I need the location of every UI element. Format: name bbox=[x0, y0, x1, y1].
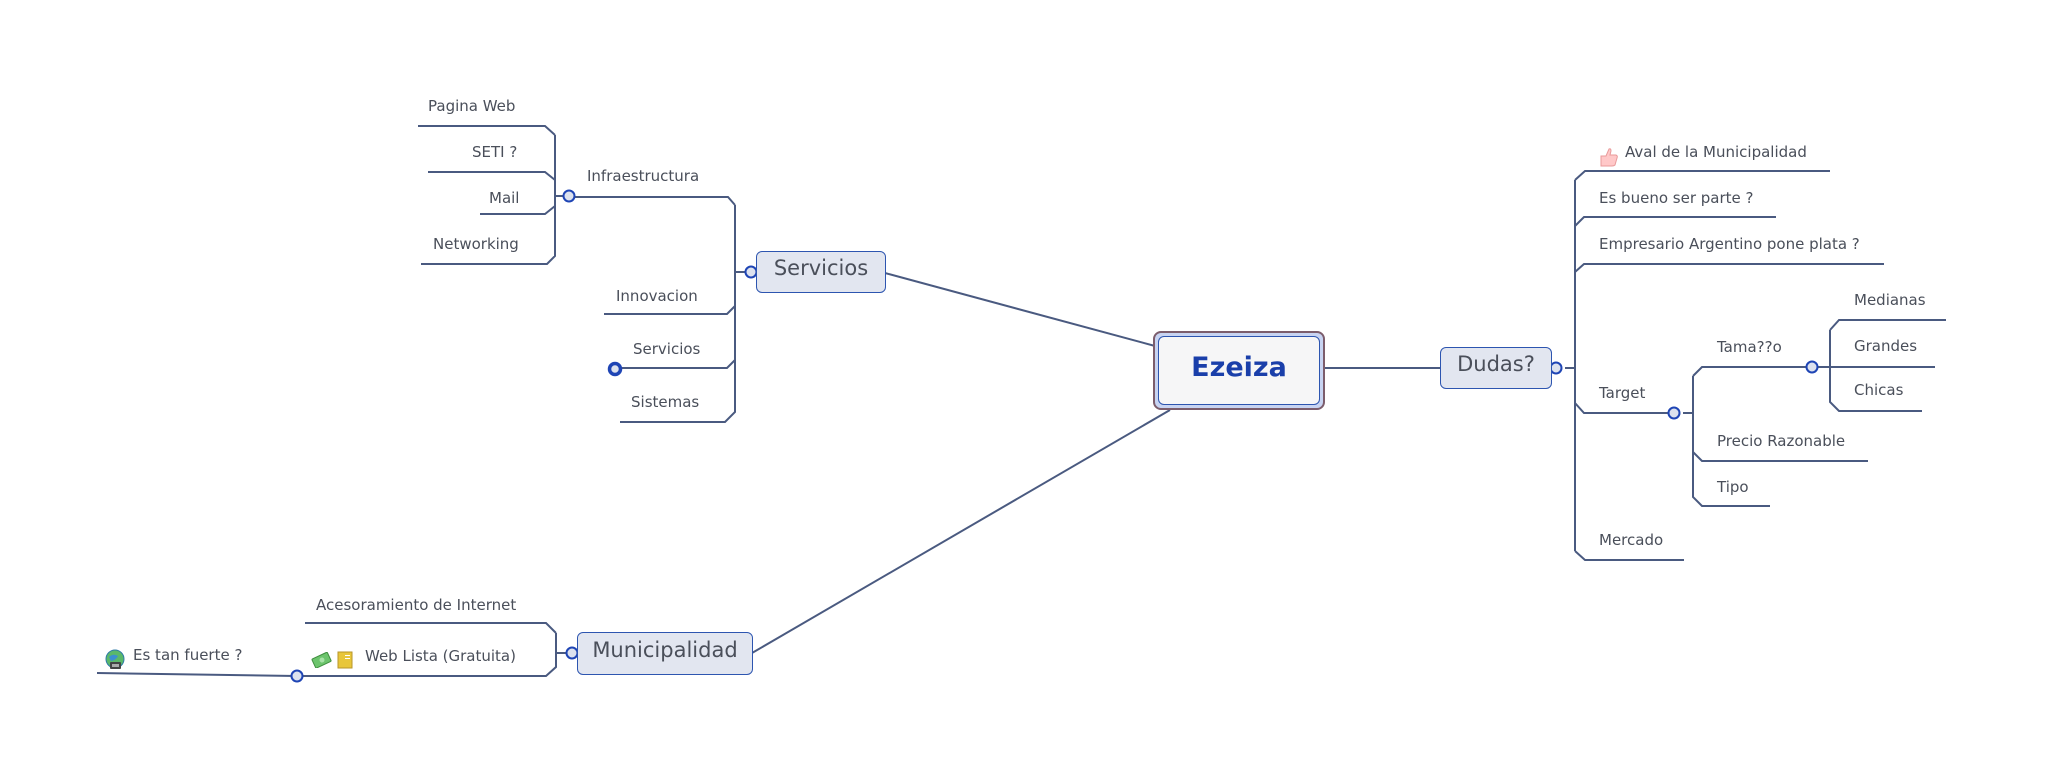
tamano-branch bbox=[1818, 319, 1946, 412]
note-icon bbox=[337, 651, 353, 669]
subtopic-grandes[interactable]: Grandes bbox=[1854, 337, 1918, 355]
subtopic-servicios[interactable]: Servicios bbox=[633, 340, 701, 358]
dudas-branch-trunk bbox=[1565, 170, 1884, 561]
subtopic-precio-razonable[interactable]: Precio Razonable bbox=[1717, 432, 1846, 450]
infraestructura-branch bbox=[418, 125, 568, 265]
subtopic-empresario[interactable]: Empresario Argentino pone plata ? bbox=[1599, 235, 1860, 253]
collapse-marker-tamano[interactable] bbox=[1805, 360, 1819, 374]
topic-servicios-label: Servicios bbox=[773, 256, 869, 280]
subtopic-medianas[interactable]: Medianas bbox=[1854, 291, 1926, 309]
collapse-marker-dudas[interactable] bbox=[1549, 361, 1563, 375]
subtopic-mail[interactable]: Mail bbox=[489, 189, 520, 207]
collapse-marker-infraestructura[interactable] bbox=[562, 189, 576, 203]
collapse-marker-servicios-sub[interactable] bbox=[607, 361, 623, 377]
subtopic-tamano[interactable]: Tama??o bbox=[1717, 338, 1782, 356]
collapse-marker-target[interactable] bbox=[1667, 406, 1681, 420]
topic-dudas[interactable]: Dudas? bbox=[1440, 347, 1552, 389]
topic-municipalidad-label: Municipalidad bbox=[592, 638, 738, 662]
connector-servicios bbox=[884, 272, 1156, 347]
subtopic-target[interactable]: Target bbox=[1599, 384, 1646, 402]
subtopic-innovacion[interactable]: Innovacion bbox=[616, 287, 698, 305]
thumbs-up-icon bbox=[1598, 146, 1620, 168]
topic-municipalidad[interactable]: Municipalidad bbox=[577, 632, 753, 675]
subtopic-networking[interactable]: Networking bbox=[433, 235, 519, 253]
collapse-marker-servicios[interactable] bbox=[744, 265, 758, 279]
subtopic-chicas[interactable]: Chicas bbox=[1854, 381, 1904, 399]
globe-lock-icon bbox=[104, 649, 126, 671]
web-lista-sub-connector bbox=[96, 672, 297, 677]
subtopic-aval[interactable]: Aval de la Municipalidad bbox=[1625, 143, 1807, 161]
subtopic-tipo[interactable]: Tipo bbox=[1717, 478, 1749, 496]
collapse-marker-web-lista[interactable] bbox=[290, 669, 304, 683]
target-branch bbox=[1683, 366, 1868, 507]
topic-servicios[interactable]: Servicios bbox=[756, 251, 886, 293]
subtopic-es-tan-fuerte[interactable]: Es tan fuerte ? bbox=[133, 646, 243, 664]
subtopic-infraestructura[interactable]: Infraestructura bbox=[587, 167, 700, 185]
subtopic-sistemas[interactable]: Sistemas bbox=[631, 393, 700, 411]
central-topic[interactable]: Ezeiza bbox=[1153, 331, 1325, 410]
collapse-marker-municipalidad[interactable] bbox=[565, 646, 579, 660]
subtopic-acesoramiento[interactable]: Acesoramiento de Internet bbox=[316, 596, 517, 614]
subtopic-seti[interactable]: SETI ? bbox=[472, 143, 518, 161]
subtopic-es-bueno[interactable]: Es bueno ser parte ? bbox=[1599, 189, 1754, 207]
connector-municipalidad bbox=[751, 409, 1171, 654]
subtopic-mercado[interactable]: Mercado bbox=[1599, 531, 1664, 549]
central-topic-label: Ezeiza bbox=[1158, 336, 1320, 405]
topic-dudas-label: Dudas? bbox=[1457, 352, 1535, 376]
subtopic-pagina-web[interactable]: Pagina Web bbox=[428, 97, 516, 115]
money-icon bbox=[311, 651, 333, 669]
subtopic-web-lista[interactable]: Web Lista (Gratuita) bbox=[365, 647, 516, 665]
servicios-branch-trunk bbox=[570, 196, 750, 423]
